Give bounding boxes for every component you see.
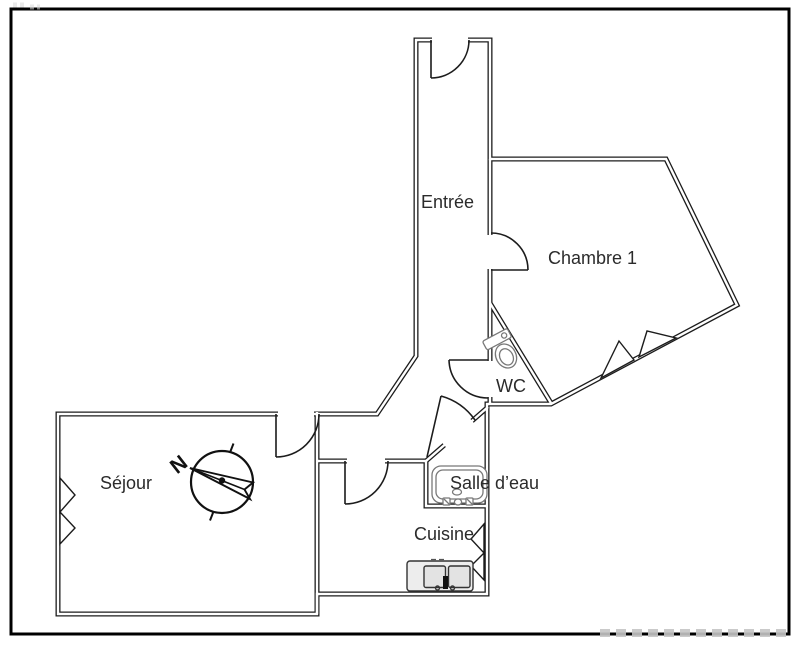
toilet-icon bbox=[482, 328, 518, 369]
sejour-window bbox=[59, 476, 76, 546]
bathtub-icon bbox=[431, 465, 488, 504]
sejour-door-arc bbox=[275, 413, 320, 458]
washbasin-icon bbox=[442, 497, 474, 506]
room-label-chambre-1: Chambre 1 bbox=[548, 248, 637, 268]
chambre-1-window bbox=[599, 330, 678, 380]
room-label-entree: Entrée bbox=[421, 192, 474, 212]
border-frame bbox=[9, 7, 791, 636]
door-openings bbox=[278, 35, 495, 466]
room-label-wc: WC bbox=[496, 376, 526, 396]
watermark-top-left bbox=[13, 2, 40, 10]
cuisine-door-arc bbox=[344, 460, 389, 505]
room-label-sejour: Séjour bbox=[100, 473, 152, 493]
wc-door-arc bbox=[448, 359, 489, 399]
salle-deau-door-arc bbox=[426, 395, 476, 458]
kitchen-sink-icon bbox=[406, 558, 474, 592]
cuisine-window bbox=[470, 522, 485, 582]
entrance-door-arc bbox=[430, 39, 470, 79]
chambre-1-door-arc bbox=[490, 232, 529, 271]
walls bbox=[55, 37, 741, 617]
room-label-salle-deau: Salle d’eau bbox=[450, 473, 539, 493]
room-label-cuisine: Cuisine bbox=[414, 524, 474, 544]
